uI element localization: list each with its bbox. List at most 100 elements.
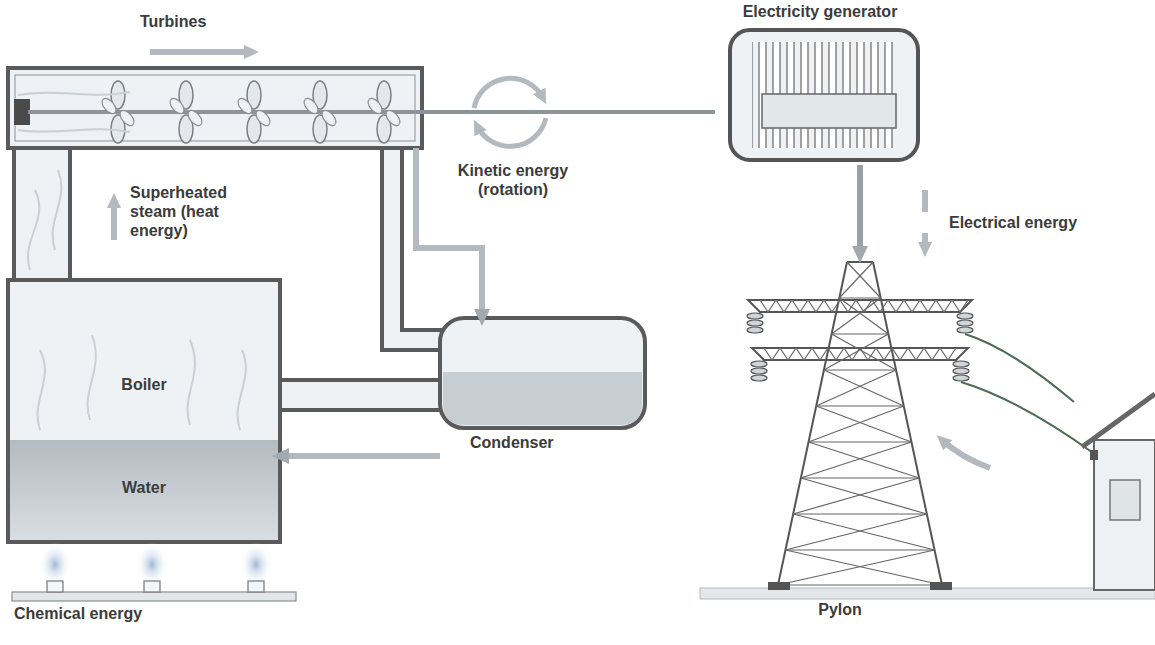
- flow-arrow: [111, 200, 117, 240]
- node-label: Turbines: [140, 12, 290, 31]
- brace-strut: [832, 300, 840, 312]
- turbine-shaft: [28, 110, 422, 114]
- pylon-bracing: [760, 262, 968, 585]
- brace-strut: [824, 370, 904, 406]
- flow-arrow: [942, 440, 990, 468]
- node-label: Pylon: [735, 600, 945, 619]
- brace-strut: [860, 348, 868, 360]
- turbine-blade: [99, 81, 136, 143]
- brace-strut: [848, 300, 856, 312]
- condenser-water: [443, 372, 642, 425]
- brace-strut: [768, 300, 776, 312]
- brace-strut: [776, 300, 784, 312]
- brace-strut: [904, 300, 912, 312]
- generator-rotor: [762, 94, 896, 128]
- brace-strut: [801, 442, 912, 478]
- brace-strut: [832, 298, 881, 334]
- house-window: [1110, 480, 1140, 520]
- generator-casing: [730, 30, 918, 160]
- turbine-blade: [235, 81, 272, 143]
- brace-strut: [920, 300, 928, 312]
- flow-arrow: [150, 49, 252, 55]
- shaft-bearing: [14, 99, 30, 125]
- brace-strut: [928, 300, 936, 312]
- brace-strut: [816, 370, 896, 406]
- brace-strut: [844, 348, 852, 360]
- brace-strut: [824, 334, 888, 370]
- pylon-tower: [748, 262, 972, 585]
- brace-strut: [888, 300, 896, 312]
- brace-strut: [839, 298, 888, 334]
- insulator: [957, 313, 973, 319]
- insulator: [751, 368, 767, 374]
- insulator: [957, 327, 973, 333]
- burner-flame: [240, 538, 272, 582]
- brace-strut: [916, 348, 924, 360]
- flow-arrow: [280, 453, 440, 459]
- brace-strut: [778, 550, 935, 585]
- brace-strut: [800, 300, 808, 312]
- edge-label: Electrical energy: [915, 212, 1111, 233]
- turbine-housing-inner: [15, 75, 415, 141]
- brace-strut: [880, 300, 888, 312]
- brace-strut: [824, 369, 896, 370]
- generator-coils: [752, 42, 898, 148]
- insulator: [747, 327, 763, 333]
- brace-strut: [884, 348, 892, 360]
- insulator: [747, 320, 763, 326]
- return-pipe-inner: [275, 382, 448, 408]
- condenser-box: Condenser: [440, 318, 645, 458]
- brace-strut: [952, 300, 960, 312]
- steam-riser-inner: [16, 140, 68, 288]
- brace-strut: [896, 300, 904, 312]
- brace-strut: [839, 297, 880, 298]
- insulator: [957, 320, 973, 326]
- insulator: [751, 375, 767, 381]
- brace-strut: [804, 348, 812, 360]
- brace-strut: [908, 348, 916, 360]
- turbine-blade: [365, 81, 402, 143]
- burner: [144, 581, 160, 592]
- brace-strut: [788, 348, 796, 360]
- burner-flame: [136, 538, 168, 582]
- brace-strut: [868, 348, 876, 360]
- brace-strut: [809, 442, 920, 478]
- brace-strut: [809, 441, 912, 442]
- generator-box: Electricity generator: [715, 2, 925, 165]
- brace-strut: [784, 300, 792, 312]
- brace-strut: [793, 513, 927, 514]
- node-label: Electricity generator: [715, 2, 925, 21]
- brace-strut: [772, 348, 780, 360]
- brace-strut: [876, 348, 884, 360]
- brace-strut: [793, 478, 919, 514]
- brace-strut: [785, 550, 942, 585]
- brace-strut: [792, 300, 800, 312]
- burner: [47, 581, 63, 592]
- brace-strut: [900, 348, 908, 360]
- generator-terminal: [854, 159, 866, 162]
- brace-strut: [936, 300, 944, 312]
- boiler-vessel: [8, 280, 280, 542]
- turbine-housing: [8, 68, 422, 148]
- drive-shaft: [422, 110, 715, 114]
- edge-label: Kinetic energy (rotation): [440, 160, 586, 200]
- power-line: [965, 334, 1074, 402]
- node-sublabel: Water: [8, 478, 280, 497]
- brace-strut: [809, 406, 904, 442]
- insulator: [953, 375, 969, 381]
- brace-strut: [840, 300, 848, 312]
- brace-strut: [932, 348, 940, 360]
- rotation-arrow: [477, 118, 546, 146]
- brace-strut: [760, 300, 768, 312]
- pylon-foot: [930, 582, 952, 590]
- energy-label: Superheated steam (heat energy): [130, 183, 258, 241]
- brace-strut: [960, 300, 968, 312]
- brace-strut: [812, 348, 820, 360]
- insulator: [953, 368, 969, 374]
- brace-strut: [816, 300, 824, 312]
- brace-strut: [832, 334, 896, 370]
- brace-strut: [940, 348, 948, 360]
